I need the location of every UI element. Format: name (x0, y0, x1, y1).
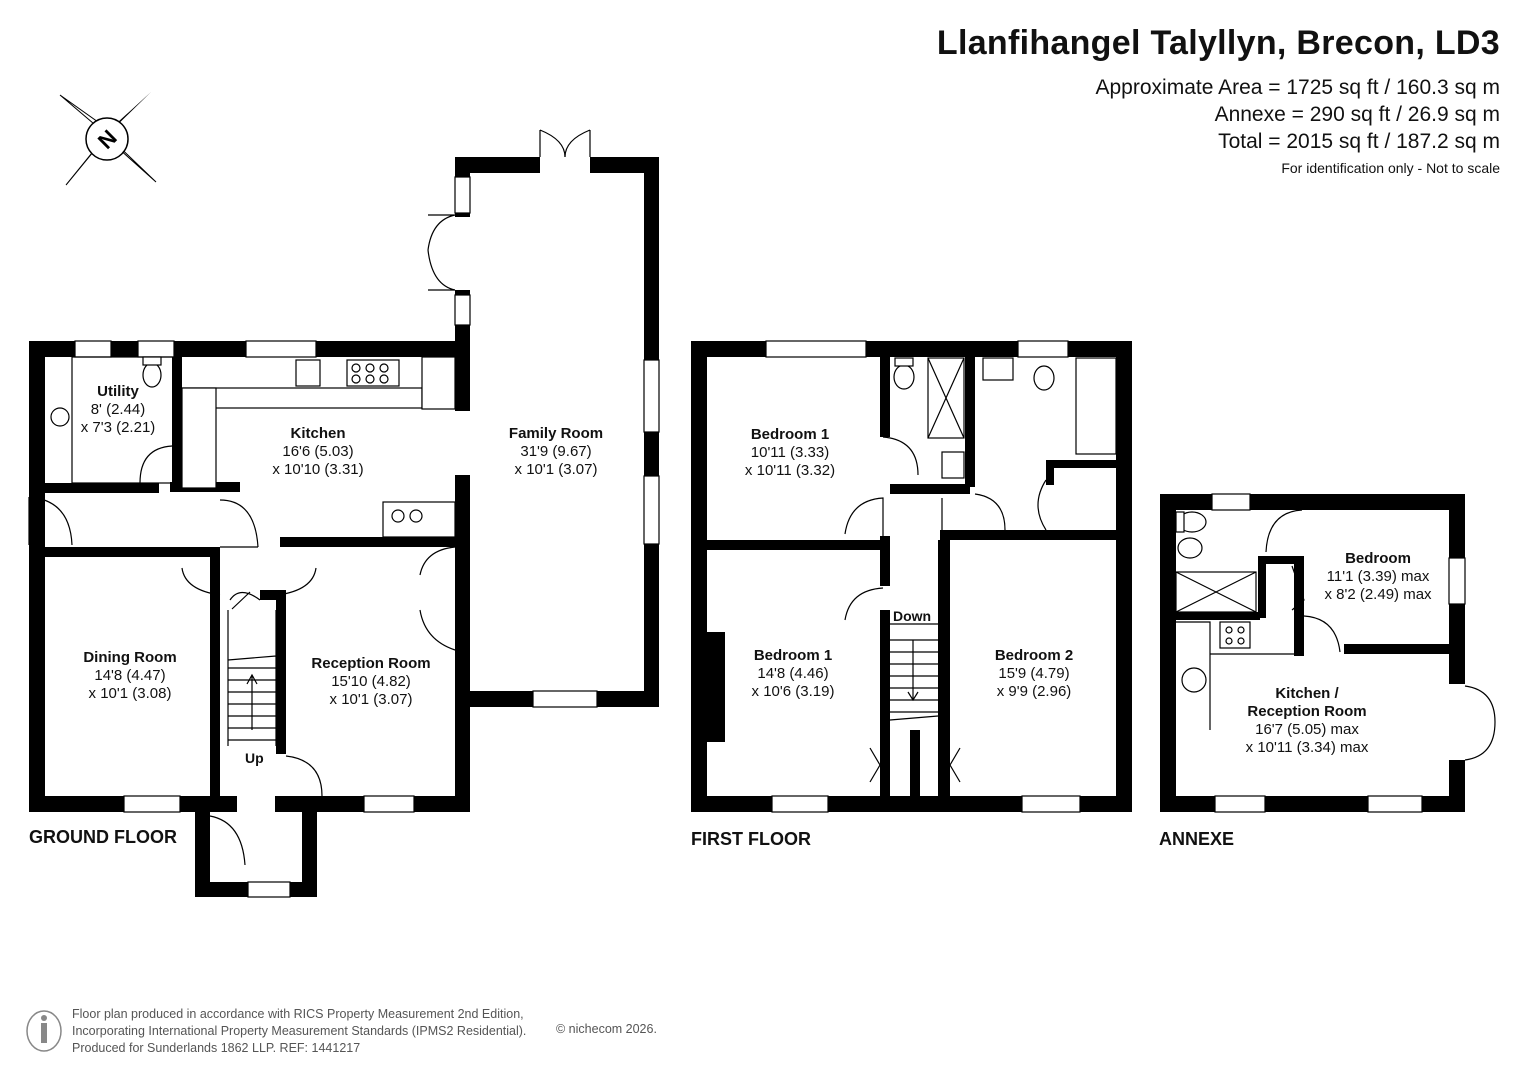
property-title: Llanfihangel Talyllyn, Brecon, LD3 (936, 24, 1500, 62)
room-bedroom-2: Bedroom 2 15'9 (4.79) x 9'9 (2.96) (995, 647, 1073, 701)
room-dimension: x 10'1 (3.08) (88, 685, 172, 702)
ground-floor-label: GROUND FLOOR (29, 827, 177, 847)
copyright: © nichecom 2026. (556, 1022, 657, 1036)
room-name: Bedroom 2 (994, 647, 1074, 664)
room-name: Bedroom 1 (753, 647, 833, 664)
ground-floor-fixtures (50, 356, 423, 746)
room-dimension: 11'1 (3.39) max (1326, 568, 1430, 585)
footer-notes: Floor plan produced in accordance with R… (72, 1006, 526, 1057)
room-annexe-kitchen-reception: Kitchen / Reception Room 16'7 (5.05) max… (1246, 685, 1369, 757)
stair-up-label: Up (245, 750, 264, 766)
room-dimension: x 10'11 (3.34) max (1245, 739, 1369, 756)
room-bedroom-1-upper: Bedroom 1 10'11 (3.33) x 10'11 (3.32) (745, 426, 835, 480)
room-name: Kitchen / (1275, 685, 1339, 702)
ground-floor-walls (29, 157, 659, 897)
annexe-area: Annexe = 290 sq ft / 26.9 sq m (1214, 103, 1500, 126)
room-dimension: x 10'1 (3.07) (514, 461, 598, 478)
room-dimension: 10'11 (3.33) (750, 444, 830, 461)
first-floor-doors (844, 436, 1047, 783)
annexe-windows (1211, 493, 1466, 813)
person-icon (26, 1010, 62, 1052)
annexe-label: ANNEXE (1159, 829, 1235, 849)
room-name: Kitchen (290, 425, 346, 442)
room-dimension: x 10'11 (3.32) (744, 462, 836, 479)
room-dimension: 31'9 (9.67) (520, 443, 592, 460)
room-reception-room: Reception Room 15'10 (4.82) x 10'1 (3.07… (311, 655, 430, 709)
room-dimension: x 10'1 (3.07) (329, 691, 413, 708)
first-floor-windows (765, 340, 1081, 813)
stair-down-label: Down (893, 608, 932, 624)
room-dining-room: Dining Room 14'8 (4.47) x 10'1 (3.08) (83, 649, 176, 703)
room-name: Reception Room (311, 655, 431, 672)
room-kitchen: Kitchen 16'6 (5.03) x 10'10 (3.31) (272, 425, 363, 479)
room-family-room: Family Room 31'9 (9.67) x 10'1 (3.07) (509, 425, 603, 479)
room-utility: Utility 8' (2.44) x 7'3 (2.21) (81, 383, 156, 437)
room-name: Dining Room (83, 649, 177, 666)
approximate-area: Approximate Area = 1725 sq ft / 160.3 sq… (1095, 76, 1501, 99)
room-dimension: x 8'2 (2.49) max (1324, 586, 1432, 603)
room-name-line2: Reception Room (1247, 703, 1367, 720)
footer-line: Floor plan produced in accordance with R… (72, 1007, 524, 1021)
room-name: Utility (97, 383, 139, 400)
room-dimension: x 7'3 (2.21) (80, 419, 156, 436)
room-dimension: x 9'9 (2.96) (996, 683, 1072, 700)
room-annexe-bedroom: Bedroom 11'1 (3.39) max x 8'2 (2.49) max (1324, 550, 1431, 604)
first-floor-label: FIRST FLOOR (691, 829, 811, 849)
not-to-scale-note: For identification only - Not to scale (1281, 160, 1500, 176)
room-dimension: 8' (2.44) (90, 401, 146, 418)
room-dimension: 14'8 (4.47) (94, 667, 166, 684)
room-dimension: 16'6 (5.03) (282, 443, 354, 460)
room-dimension: x 10'6 (3.19) (751, 683, 835, 700)
room-dimension: 16'7 (5.05) max (1255, 721, 1359, 738)
ground-floor-windows (74, 176, 660, 898)
annexe-walls (1160, 494, 1465, 812)
room-dimension: 15'10 (4.82) (331, 673, 411, 690)
room-name: Bedroom 1 (750, 426, 830, 443)
room-dimension: 14'8 (4.46) (757, 665, 829, 682)
first-floor-fixtures (889, 357, 1117, 721)
annexe-doors (1265, 509, 1496, 761)
ground-floor-doors (28, 129, 591, 866)
room-name: Family Room (508, 425, 604, 442)
room-dimension: 15'9 (4.79) (998, 665, 1070, 682)
total-area: Total = 2015 sq ft / 187.2 sq m (1218, 130, 1500, 153)
room-bedroom-1-lower: Bedroom 1 14'8 (4.46) x 10'6 (3.19) (752, 647, 835, 701)
footer-line: Incorporating International Property Mea… (72, 1024, 527, 1038)
room-name: Bedroom (1345, 550, 1411, 567)
annexe-fixtures (1175, 511, 1300, 730)
room-dimension: x 10'10 (3.31) (272, 461, 364, 478)
footer-line: Produced for Sunderlands 1862 LLP. REF: … (72, 1041, 361, 1055)
first-floor-walls (691, 341, 1132, 812)
compass-icon: N (59, 92, 157, 186)
